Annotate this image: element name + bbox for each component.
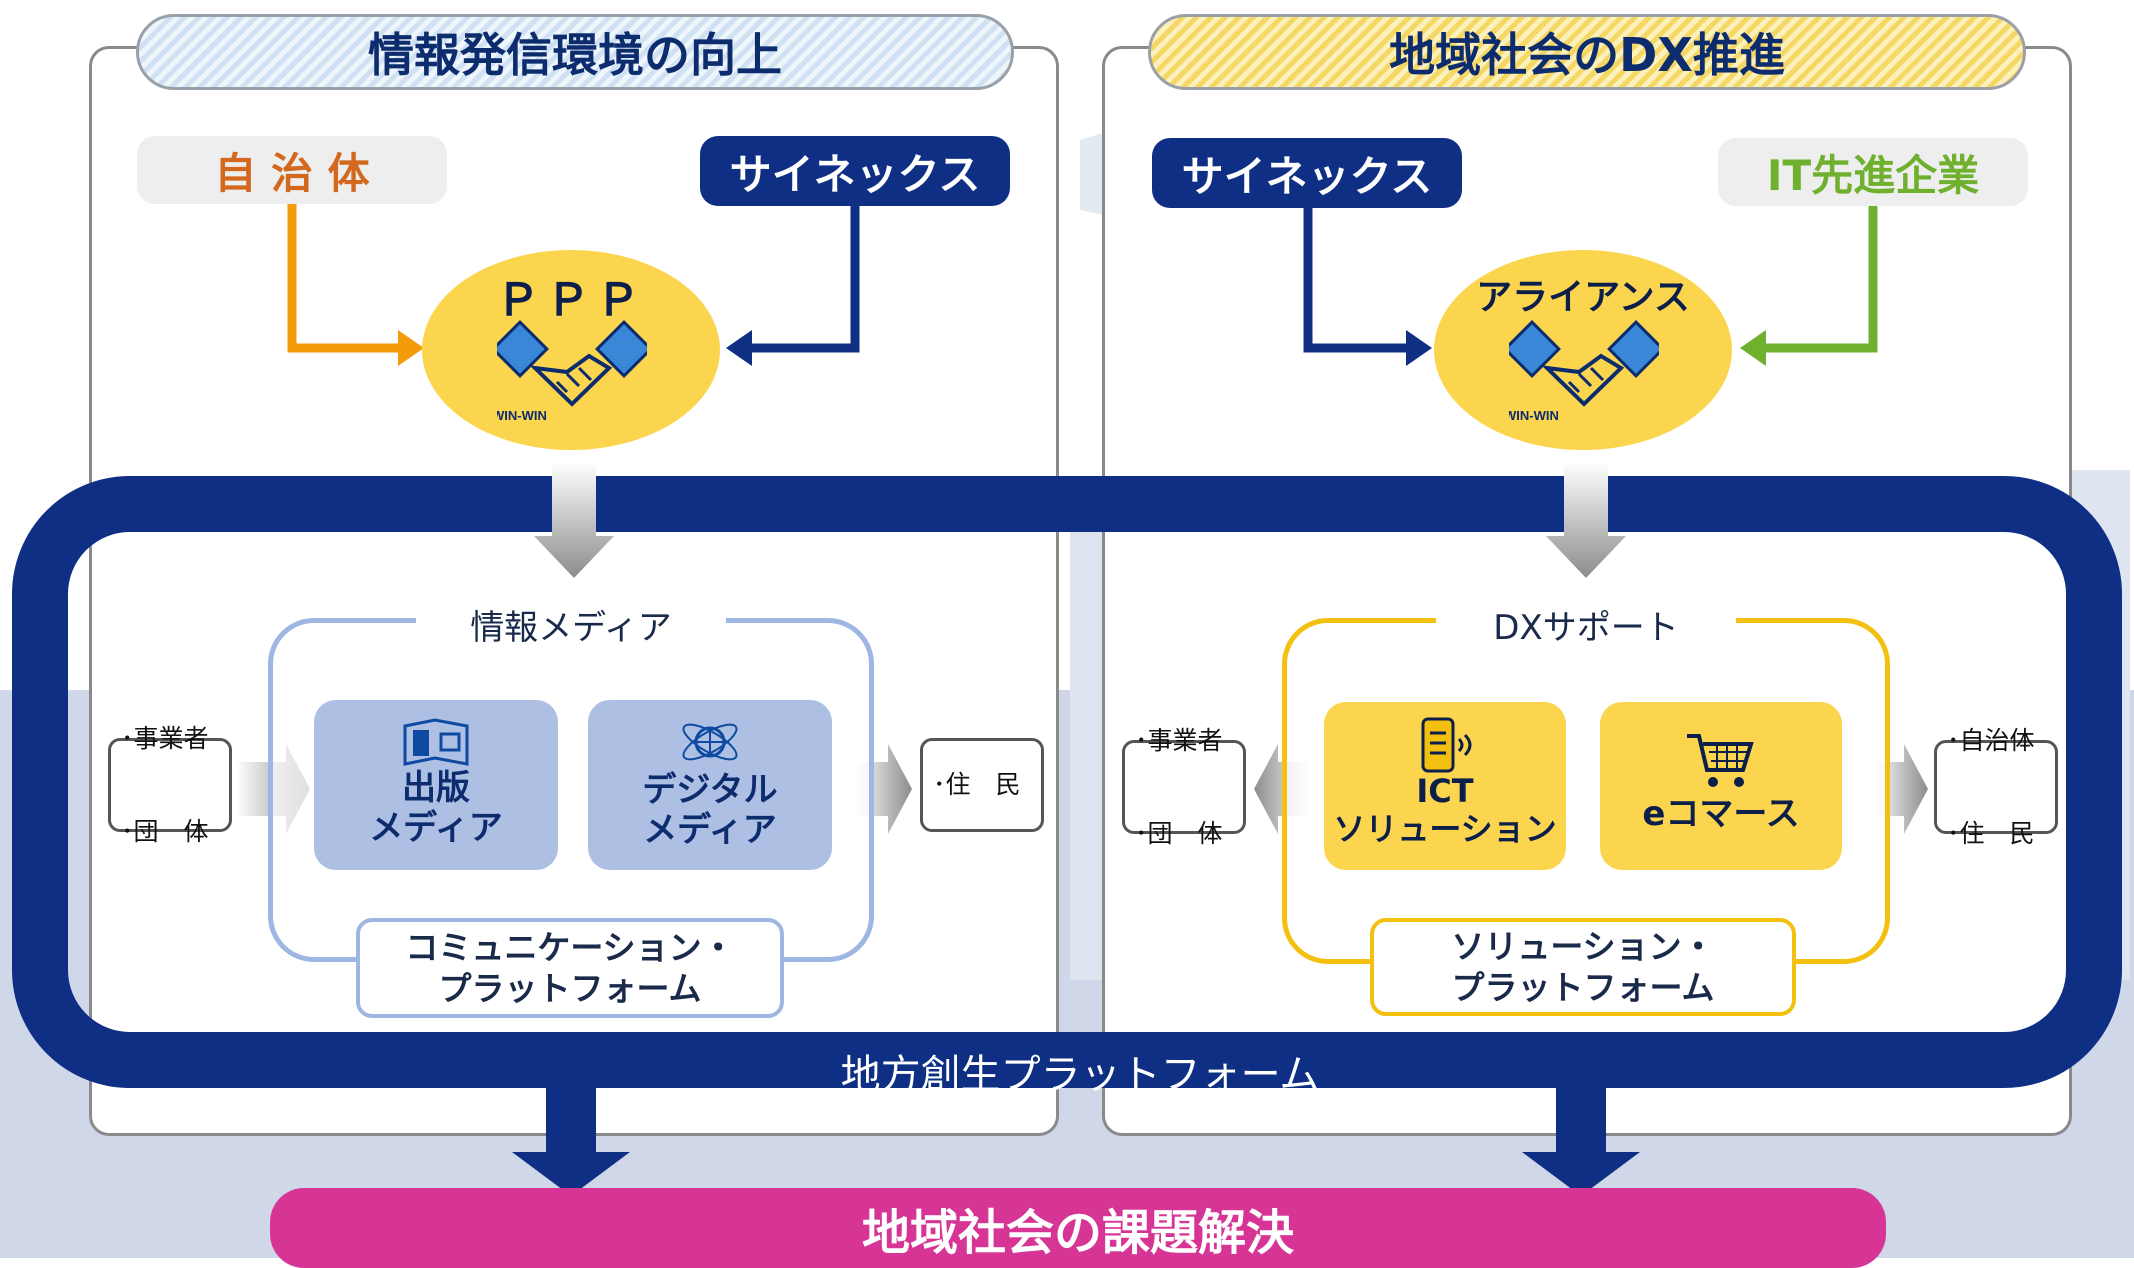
- right-output-box: ･自治体 ･住 民: [1934, 726, 2058, 848]
- alliance-hub: アライアンス WIN-WIN: [1434, 250, 1732, 450]
- right-partner-it-company: IT先進企業: [1718, 138, 2028, 206]
- building-map-icon: [403, 718, 469, 766]
- left-input-line2: ･団 体: [121, 817, 209, 847]
- left-title: 情報発信環境の向上: [136, 14, 1014, 90]
- card-print-line2: メディア: [369, 808, 503, 848]
- communication-platform: コミュニケーション・ プラットフォーム: [356, 918, 784, 1018]
- right-input-line1: ･事業者: [1135, 725, 1223, 755]
- smartphone-icon: [1421, 717, 1472, 773]
- card-digital-media: デジタル メディア: [588, 700, 832, 870]
- platform-bar-label: 地方創生プラットフォーム: [840, 1052, 1320, 1098]
- right-input-line2: ･団 体: [1135, 819, 1223, 849]
- handshake-icon: WIN-WIN: [497, 320, 647, 423]
- dx-support-title: DXサポート: [1436, 600, 1736, 648]
- card-ecommerce: eコマース: [1600, 702, 1842, 870]
- ppp-label: ＰＰＰ: [496, 275, 646, 326]
- card-digital-line1: デジタル: [642, 769, 778, 810]
- card-ict-solution: ICT ソリューション: [1324, 702, 1566, 870]
- card-ict-line1: ICT: [1416, 772, 1474, 811]
- handshake-icon: WIN-WIN: [1509, 320, 1659, 423]
- solution-platform-line1: ソリューション・: [1451, 926, 1715, 966]
- card-print-media: 出版 メディア: [314, 700, 558, 870]
- card-digital-line2: メディア: [643, 810, 777, 850]
- card-ecommerce-line1: eコマース: [1642, 793, 1800, 834]
- right-output-line2: ･住 民: [1947, 819, 2035, 849]
- right-title: 地域社会のDX推進: [1148, 14, 2026, 90]
- left-partner-sinex: サイネックス: [700, 136, 1010, 206]
- communication-platform-line1: コミュニケーション・: [405, 927, 735, 967]
- info-media-title: 情報メディア: [416, 600, 726, 648]
- card-ict-line2: ソリューション: [1333, 810, 1557, 848]
- right-input-box: ･事業者 ･団 体: [1122, 726, 1246, 848]
- card-print-line1: 出版: [402, 767, 470, 808]
- shopping-cart-icon: [1687, 733, 1754, 787]
- alliance-label: アライアンス: [1476, 277, 1690, 318]
- ppp-hub: ＰＰＰ WIN-WIN: [422, 250, 720, 450]
- right-partner-sinex: サイネックス: [1152, 138, 1462, 208]
- solution-platform: ソリューション・ プラットフォーム: [1370, 918, 1796, 1016]
- left-output-box: ･住 民: [920, 738, 1044, 832]
- right-output-line1: ･自治体: [1947, 725, 2035, 755]
- globe-atom-icon: [682, 723, 738, 761]
- communication-platform-line2: プラットフォーム: [438, 969, 702, 1008]
- win-win-text: WIN-WIN: [1509, 408, 1559, 423]
- left-input-line1: ･事業者: [121, 723, 209, 753]
- solution-platform-line2: プラットフォーム: [1451, 968, 1715, 1007]
- left-input-box: ･事業者 ･団 体: [108, 724, 232, 846]
- win-win-text: WIN-WIN: [497, 408, 547, 423]
- left-partner-municipality: 自 治 体: [137, 136, 447, 204]
- left-output-line1: ･住 民: [933, 770, 1021, 800]
- goal-banner: 地域社会の課題解決: [270, 1188, 1886, 1268]
